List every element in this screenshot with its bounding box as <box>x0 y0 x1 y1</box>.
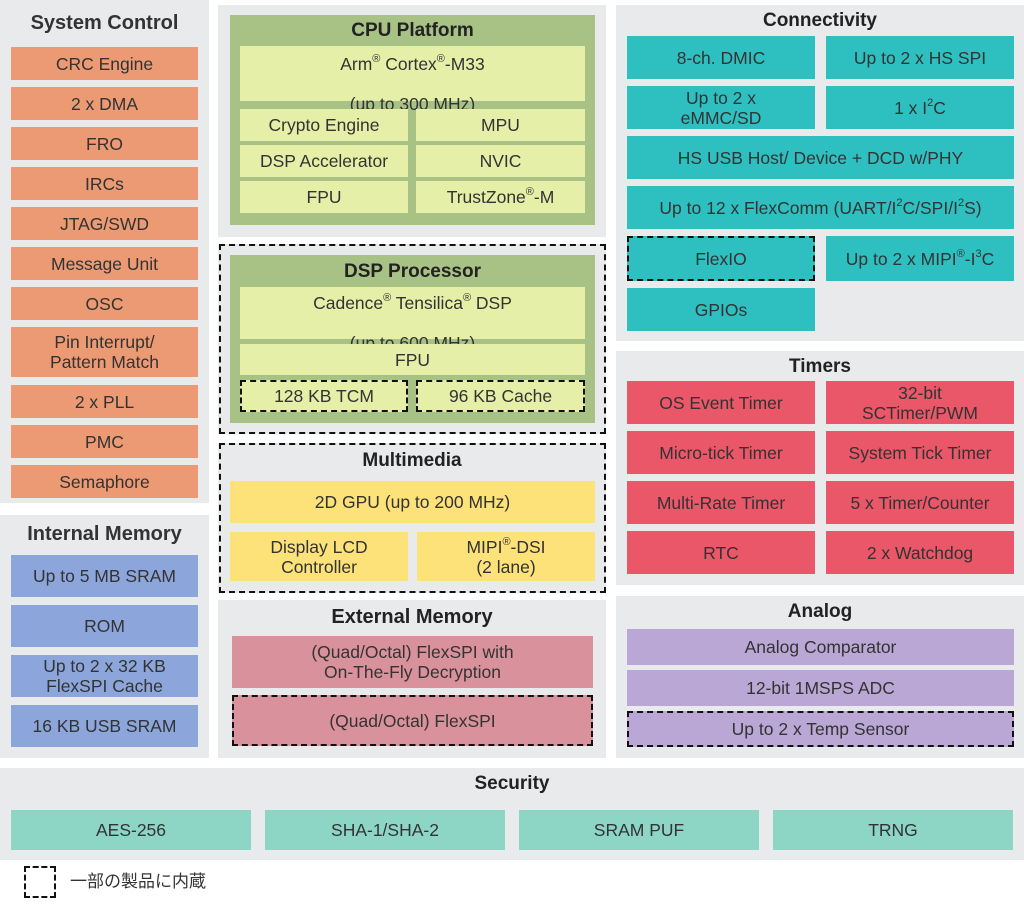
timer-multi-rate: Multi-Rate Timer <box>627 481 815 524</box>
mm-gpu: 2D GPU (up to 200 MHz) <box>230 481 595 523</box>
sc-dma: 2 x DMA <box>11 87 198 120</box>
cpu-core: Arm® Cortex®-M33 (up to 300 MHz) <box>240 46 585 114</box>
security-sram-puf: SRAM PUF <box>519 810 759 850</box>
dsp-cache: 96 KB Cache <box>416 380 585 412</box>
multimedia-title: Multimedia <box>362 450 462 471</box>
dsp-processor-title: DSP Processor <box>344 261 481 282</box>
multimedia-optional-outline <box>219 443 606 593</box>
dsp-optional-outline <box>219 244 606 434</box>
em-flexspi: (Quad/Octal) FlexSPI <box>232 695 593 746</box>
timer-rtc: RTC <box>627 531 815 574</box>
conn-dmic: 8-ch. DMIC <box>627 36 815 79</box>
timer-watchdog: 2 x Watchdog <box>826 531 1014 574</box>
cpu-core-freq: (up to 300 MHz) <box>349 93 476 114</box>
conn-flexcomm: Up to 12 x FlexComm (UART/I2C/SPI/I2S) <box>627 186 1014 229</box>
conn-gpios: GPIOs <box>627 288 815 331</box>
cpu-platform-title: CPU Platform <box>351 20 474 41</box>
conn-i2c: 1 x I2C <box>826 86 1014 129</box>
mm-display-lcd: Display LCD Controller <box>230 532 408 581</box>
conn-emmc-sd: Up to 2 x eMMC/SD <box>627 86 815 129</box>
im-usb-sram: 16 KB USB SRAM <box>11 705 198 747</box>
analog-title: Analog <box>787 601 853 622</box>
cpu-trustzone: TrustZone®-M <box>416 181 585 213</box>
legend-text: 一部の製品に内蔵 <box>70 872 206 892</box>
sc-crc-engine: CRC Engine <box>11 47 198 80</box>
security-title: Security <box>474 773 550 794</box>
sc-jtag-swd: JTAG/SWD <box>11 207 198 240</box>
cpu-fpu: FPU <box>240 181 408 213</box>
timer-counter: 5 x Timer/Counter <box>826 481 1014 524</box>
sc-semaphore: Semaphore <box>11 465 198 498</box>
sc-fro: FRO <box>11 127 198 160</box>
security-aes: AES-256 <box>11 810 251 850</box>
dsp-tcm: 128 KB TCM <box>240 380 408 412</box>
sc-pmc: PMC <box>11 425 198 458</box>
external-memory-title: External Memory <box>331 606 493 628</box>
conn-flexio: FlexIO <box>627 236 815 281</box>
cpu-nvic: NVIC <box>416 145 585 177</box>
conn-hs-usb: HS USB Host/ Device + DCD w/PHY <box>627 136 1014 179</box>
dsp-fpu: FPU <box>240 344 585 375</box>
sc-ircs: IRCs <box>11 167 198 200</box>
timers-title: Timers <box>789 356 851 377</box>
analog-comparator: Analog Comparator <box>627 629 1014 665</box>
analog-adc: 12-bit 1MSPS ADC <box>627 670 1014 706</box>
timer-os-event: OS Event Timer <box>627 381 815 424</box>
cpu-crypto-engine: Crypto Engine <box>240 109 408 141</box>
cpu-dsp-accelerator: DSP Accelerator <box>240 145 408 177</box>
conn-mipi-i3c: Up to 2 x MIPI®-I3C <box>826 236 1014 281</box>
analog-temp-sensor: Up to 2 x Temp Sensor <box>627 711 1014 747</box>
mm-mipi-dsi: MIPI®-DSI(2 lane) <box>417 532 595 581</box>
timer-sctimer-pwm: 32-bit SCTimer/PWM <box>826 381 1014 424</box>
timer-micro-tick: Micro-tick Timer <box>627 431 815 474</box>
legend-dashed-swatch <box>24 866 56 898</box>
cpu-core-arm: Arm <box>340 53 373 74</box>
system-control-title: System Control <box>30 12 179 34</box>
internal-memory-title: Internal Memory <box>27 523 182 545</box>
security-sha: SHA-1/SHA-2 <box>265 810 505 850</box>
im-sram: Up to 5 MB SRAM <box>11 555 198 597</box>
em-flexspi-decryption: (Quad/Octal) FlexSPI with On-The-Fly Dec… <box>232 636 593 688</box>
timer-system-tick: System Tick Timer <box>826 431 1014 474</box>
conn-hs-spi: Up to 2 x HS SPI <box>826 36 1014 79</box>
sc-osc: OSC <box>11 287 198 320</box>
im-rom: ROM <box>11 605 198 647</box>
im-flexspi-cache: Up to 2 x 32 KB FlexSPI Cache <box>11 655 198 697</box>
sc-pll: 2 x PLL <box>11 385 198 418</box>
security-trng: TRNG <box>773 810 1013 850</box>
sc-pin-interrupt: Pin Interrupt/ Pattern Match <box>11 327 198 377</box>
sc-message-unit: Message Unit <box>11 247 198 280</box>
cpu-mpu: MPU <box>416 109 585 141</box>
dsp-core: Cadence® Tensilica® DSP (up to 600 MHz) <box>240 287 585 353</box>
connectivity-title: Connectivity <box>762 10 878 31</box>
